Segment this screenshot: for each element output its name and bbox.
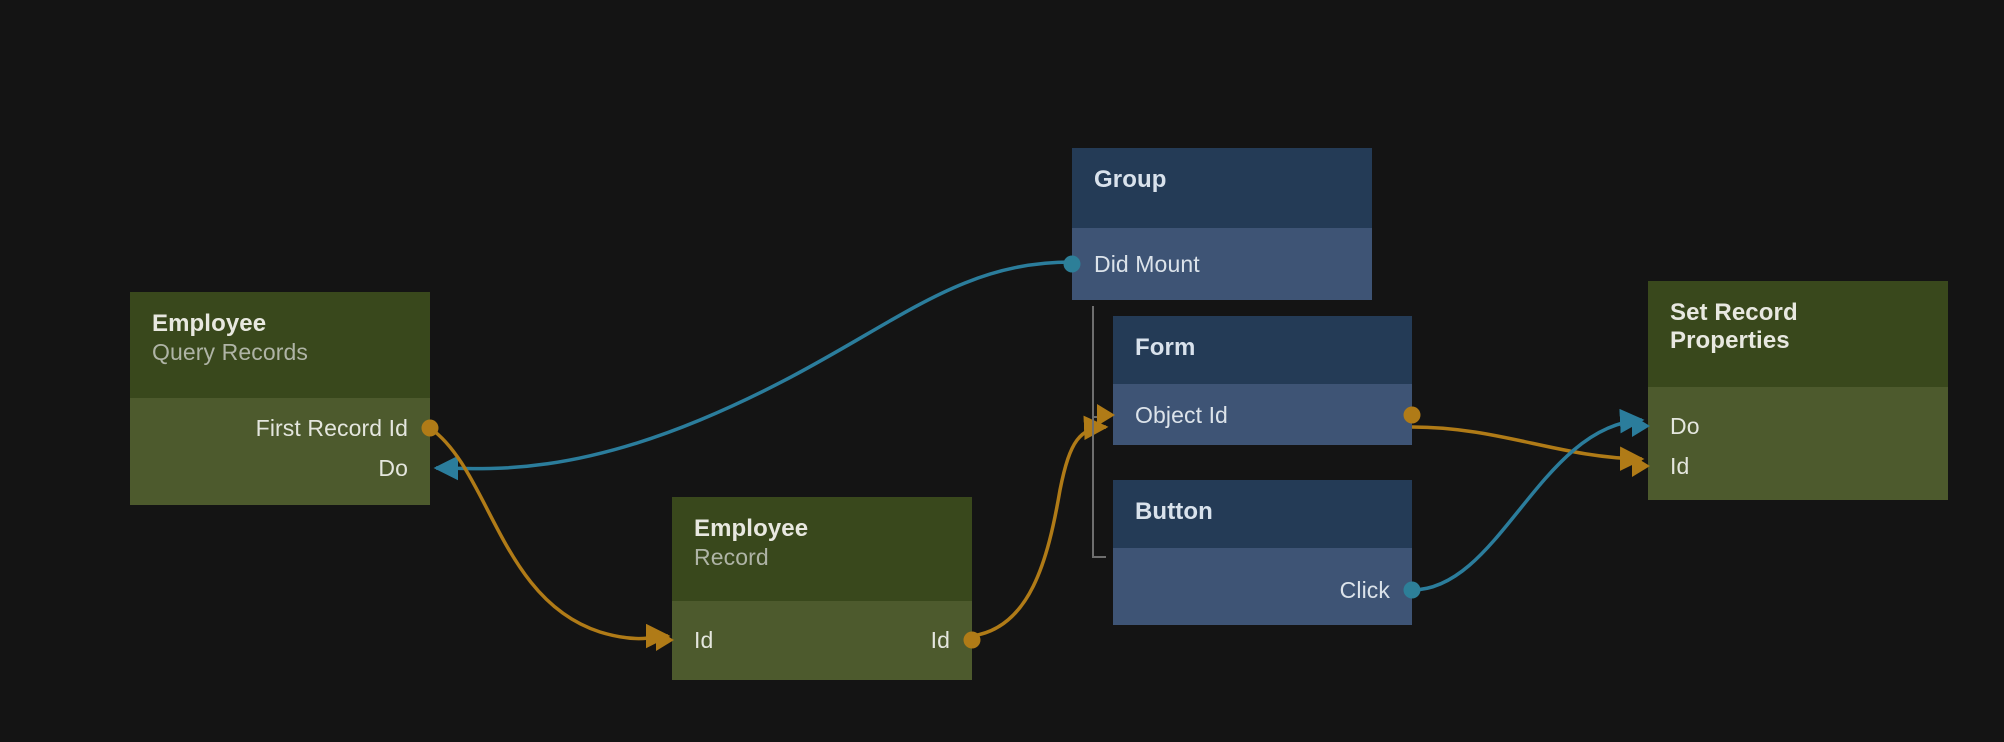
node-header[interactable]: Employee Record <box>672 497 972 601</box>
node-title: Employee <box>152 310 267 337</box>
port-knob-output-icon[interactable] <box>1063 255 1081 273</box>
node-body: Id Id <box>656 601 981 680</box>
node-header[interactable]: Employee Query Records <box>130 292 430 398</box>
port-label: Do <box>1670 412 1700 439</box>
node-header[interactable]: Form <box>1113 316 1412 384</box>
node-subtitle: Query Records <box>152 339 308 366</box>
tree-spine <box>1092 306 1094 558</box>
node-body: Did Mount <box>1063 228 1372 300</box>
port-label: Id <box>694 626 714 653</box>
port-first-record-id[interactable]: First Record Id <box>130 408 439 448</box>
node-body: First Record Id Do <box>130 398 439 505</box>
port-arrow-input-icon[interactable] <box>656 629 674 651</box>
port-label-out: Id <box>930 626 950 653</box>
edge-form-objectid-to-srp-id <box>1411 425 1645 471</box>
port-knob-output-icon[interactable] <box>963 631 981 649</box>
node-title-line2: Properties <box>1670 327 1790 355</box>
port-id[interactable]: Id <box>1632 446 1948 486</box>
port-do[interactable]: Do <box>130 448 430 488</box>
node-set-record-properties[interactable]: Set Record Properties Do Id <box>1632 281 1948 500</box>
port-did-mount[interactable]: Did Mount <box>1063 244 1372 284</box>
port-id-in[interactable]: Id Id <box>656 620 981 660</box>
node-subtitle: Record <box>694 544 769 571</box>
port-object-id[interactable]: Object Id <box>1097 395 1421 435</box>
edge-record-id-to-form-objectid <box>971 415 1109 638</box>
node-header[interactable]: Set Record Properties <box>1648 281 1948 387</box>
node-header[interactable]: Button <box>1113 480 1412 548</box>
node-body: Do Id <box>1632 387 1948 500</box>
node-title: Group <box>1094 166 1167 193</box>
port-label: First Record Id <box>255 414 408 441</box>
port-label: Do <box>378 454 408 481</box>
edge-firstrecordid-to-record-id <box>428 426 671 649</box>
edge-button-click-to-srp-do <box>1411 408 1645 592</box>
node-button[interactable]: Button Click <box>1113 480 1421 625</box>
node-body: Click <box>1113 548 1421 625</box>
port-arrow-input-icon[interactable] <box>1632 415 1650 437</box>
node-title-line1: Set Record <box>1670 299 1798 326</box>
node-form[interactable]: Form Object Id <box>1097 316 1421 445</box>
port-arrow-input-icon[interactable] <box>1632 455 1650 477</box>
port-knob-output-icon[interactable] <box>421 419 439 437</box>
node-employee-record[interactable]: Employee Record Id Id <box>656 497 981 680</box>
node-employee-query-records[interactable]: Employee Query Records First Record Id D… <box>130 292 439 505</box>
edge-group-didmount-to-employee-do <box>433 260 1073 481</box>
port-knob-output-icon[interactable] <box>1403 406 1421 424</box>
node-group[interactable]: Group Did Mount <box>1063 148 1372 300</box>
port-knob-output-icon[interactable] <box>1403 581 1421 599</box>
port-label: Click <box>1339 576 1390 603</box>
port-label: Id <box>1670 452 1690 479</box>
port-click[interactable]: Click <box>1113 570 1421 610</box>
port-label: Object Id <box>1135 401 1228 428</box>
node-title: Button <box>1135 498 1213 525</box>
port-do[interactable]: Do <box>1632 406 1948 446</box>
tree-stub-button <box>1092 556 1106 558</box>
node-title: Form <box>1135 334 1196 361</box>
node-header[interactable]: Group <box>1072 148 1372 228</box>
port-arrow-input-icon[interactable] <box>1097 404 1115 426</box>
port-label: Did Mount <box>1094 250 1200 277</box>
node-title: Employee <box>694 515 809 542</box>
node-body: Object Id <box>1097 384 1421 445</box>
